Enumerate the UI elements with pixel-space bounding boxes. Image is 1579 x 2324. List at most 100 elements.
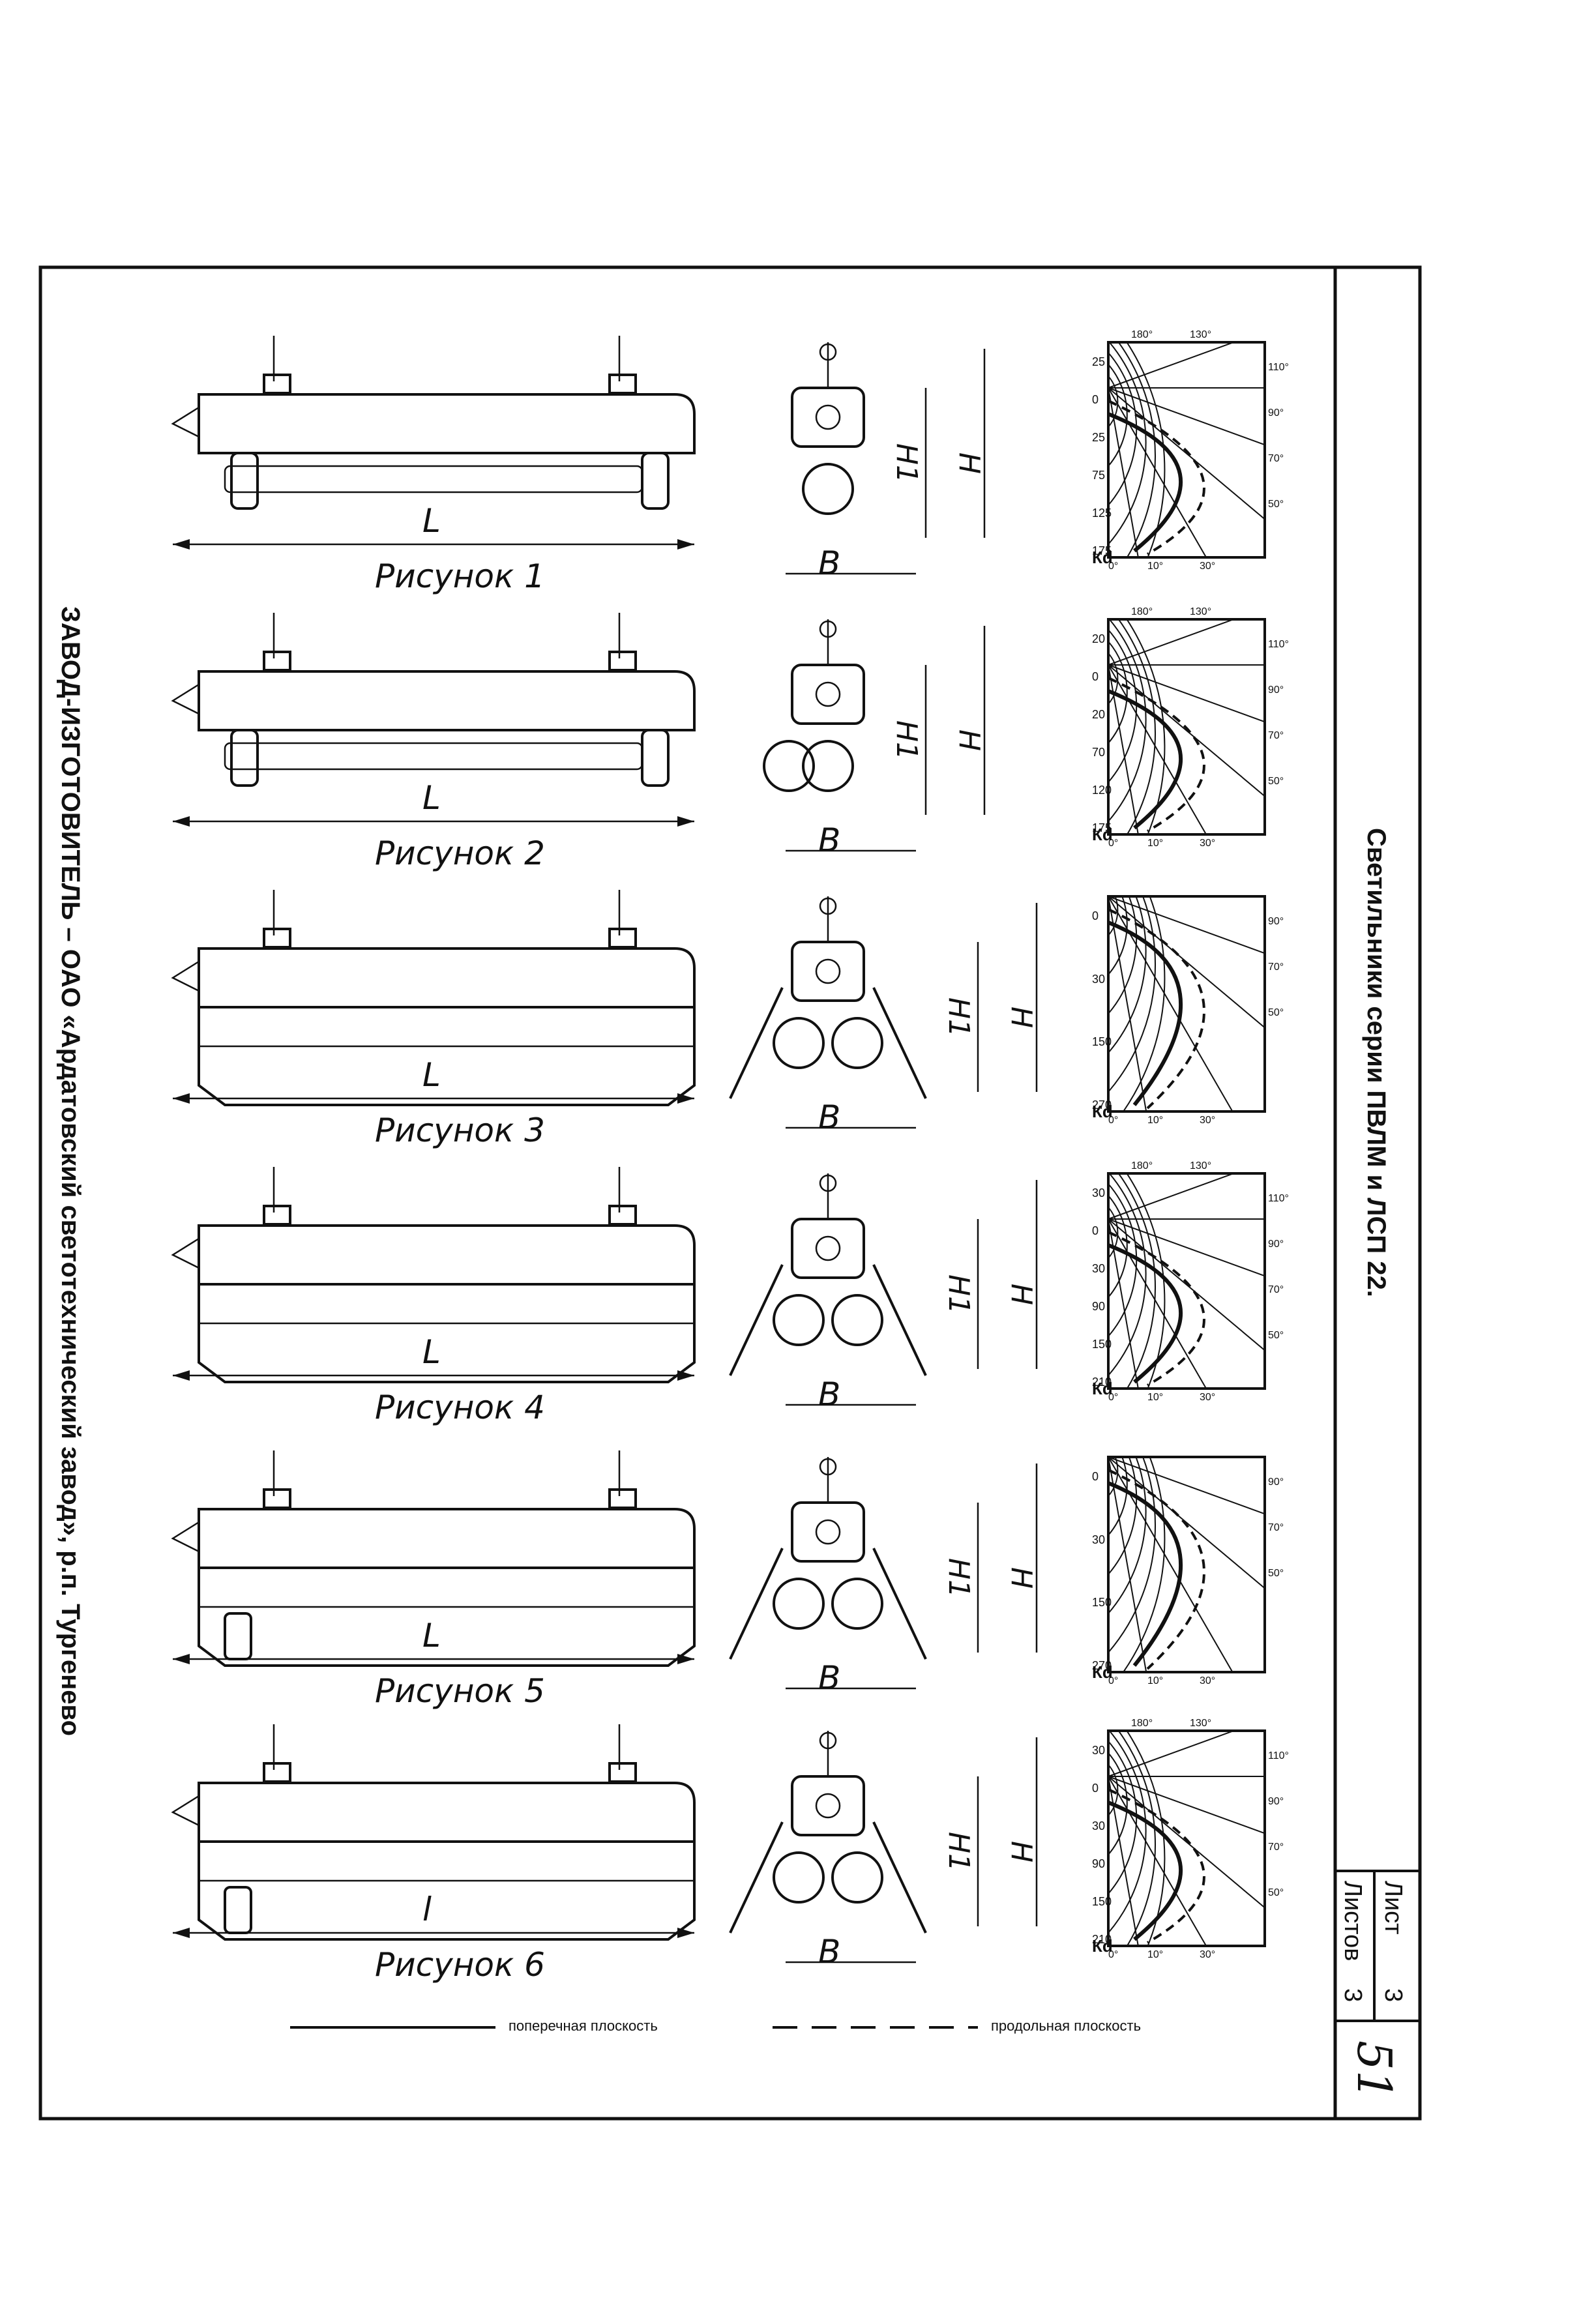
length-label: L (422, 1056, 441, 1094)
luminaire-body (198, 1782, 696, 1843)
mount-right (608, 1762, 637, 1783)
angle-top-label: 130° (1190, 329, 1212, 340)
polar-ray (1108, 896, 1265, 954)
lamp-circle (802, 740, 854, 792)
polar-ray (1108, 1731, 1236, 1777)
polar-ray (1108, 664, 1265, 723)
end-cap (171, 683, 199, 715)
diffuser (198, 1007, 696, 1106)
mount-right (608, 1488, 637, 1509)
polar-ray (1108, 1776, 1207, 1946)
end-socket (815, 1519, 841, 1545)
figure-caption: Рисунок 3 (375, 1111, 545, 1149)
polar-ray (1108, 1776, 1265, 1834)
radial-label: 270 (1092, 1098, 1112, 1111)
angle-right-label: 70° (1268, 730, 1284, 741)
radial-label: 20 (1092, 708, 1106, 721)
radial-label: 30 (1092, 1819, 1106, 1832)
lamp-circle (773, 1851, 825, 1904)
lamp-tube (224, 742, 643, 771)
angle-right-label: 70° (1268, 962, 1284, 973)
angle-top-label: 180° (1131, 329, 1153, 340)
angle-right-label: 50° (1268, 1330, 1284, 1341)
polar-ring (1108, 1173, 1147, 1376)
width-label: B (818, 821, 841, 859)
radial-label: 25 (1092, 431, 1106, 444)
mount-right (608, 928, 637, 949)
angle-right-label: 50° (1268, 1568, 1284, 1579)
figure-4 (171, 1167, 1266, 1406)
polar-ray (1108, 896, 1233, 1111)
length-label: L (422, 502, 441, 540)
h-label: H (1005, 1840, 1039, 1863)
polar-ray (1108, 387, 1139, 557)
end-body (791, 387, 865, 448)
polar-ring (1108, 1457, 1128, 1536)
end-cap (171, 1237, 199, 1269)
polar-ring (1108, 1764, 1119, 1816)
end-body (791, 941, 865, 1002)
figure-caption: Рисунок 4 (375, 1389, 545, 1426)
polar-ray (1108, 664, 1265, 797)
page-number: 51 (1347, 2040, 1402, 2100)
width-label: B (818, 1659, 841, 1697)
polar-ring (1108, 896, 1128, 975)
polar-frame (1107, 618, 1266, 836)
h1-label: H1 (890, 720, 924, 761)
polar-ray (1108, 387, 1265, 520)
end-hook (819, 343, 837, 361)
polar-ray (1108, 387, 1265, 446)
polar-ring (1108, 619, 1147, 822)
angle-bottom-label: 0° (1108, 1675, 1119, 1686)
reflector (729, 1264, 927, 1376)
angle-top-label: 130° (1190, 606, 1212, 617)
angle-bottom-label: 30° (1200, 1675, 1216, 1686)
mount-left (263, 1488, 291, 1509)
radial-label: 90 (1092, 1300, 1106, 1313)
angle-bottom-label: 10° (1147, 1115, 1164, 1126)
end-body (791, 1218, 865, 1279)
h1-label: H1 (890, 443, 924, 484)
radial-label: 210 (1092, 1375, 1112, 1389)
angle-bottom-label: 30° (1200, 1115, 1216, 1126)
luminaire-body (198, 670, 696, 731)
lamp-circle (773, 1017, 825, 1069)
curve-transverse (1108, 1243, 1183, 1384)
polar-ray (1108, 1218, 1265, 1351)
radial-label: 270 (1092, 1659, 1112, 1672)
polar-ray (1108, 342, 1236, 389)
radial-label: 0 (1092, 670, 1099, 683)
curve-transverse (1108, 412, 1183, 553)
lamp-circle (802, 463, 854, 515)
radial-label: 120 (1092, 784, 1112, 797)
polar-ray (1108, 896, 1265, 1029)
figure-caption: Рисунок 6 (375, 1946, 545, 1984)
curve-longitudinal (1108, 1469, 1205, 1670)
polar-ring (1108, 1457, 1147, 1614)
unit-label: Кd (1092, 1379, 1113, 1398)
polar-frame (1107, 1456, 1266, 1673)
angle-right-label: 110° (1268, 362, 1289, 373)
lamp-circle-2 (831, 1578, 883, 1630)
figure-6 (171, 1724, 1266, 1964)
unit-label: Кd (1092, 1936, 1113, 1956)
length-label: L (422, 779, 441, 817)
angle-bottom-label: 0° (1108, 838, 1119, 849)
polar-ring (1126, 1731, 1166, 1946)
polar-ray (1108, 664, 1207, 834)
polar-ray (1108, 896, 1147, 1111)
end-body (791, 1775, 865, 1836)
curve-longitudinal (1108, 400, 1205, 555)
polar-ray (1108, 1457, 1110, 1458)
curve-transverse (1108, 1801, 1183, 1941)
end-socket (815, 681, 841, 707)
curve-longitudinal (1108, 1788, 1205, 1944)
radial-label: 70 (1092, 746, 1106, 759)
radial-label: 25 (1092, 355, 1106, 368)
angle-bottom-label: 0° (1108, 561, 1119, 572)
polar-ring (1117, 619, 1157, 834)
unit-label: Кd (1092, 1662, 1113, 1682)
luminaire-body (198, 393, 696, 454)
angle-top-label: 130° (1190, 1718, 1212, 1729)
angle-bottom-label: 30° (1200, 561, 1216, 572)
